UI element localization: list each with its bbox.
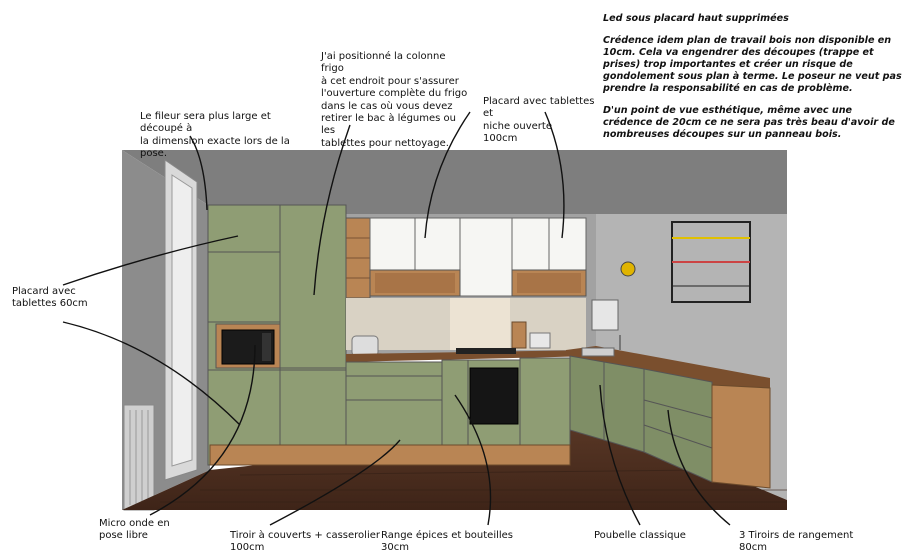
notes-panel: Led sous placard haut supprimées Crédenc… xyxy=(603,13,903,151)
annotation-colonne-frigo: J'ai positionné la colonne frigo à cet e… xyxy=(321,51,468,149)
worktop-back xyxy=(346,350,596,362)
right-lower-cabinets xyxy=(569,355,771,489)
radiator xyxy=(123,404,155,511)
cutting-board xyxy=(511,321,527,349)
arrow-placard-niche-2 xyxy=(544,111,565,239)
arrow-colonne xyxy=(313,124,351,296)
annotation-placard-60: Placard avec tablettes 60cm xyxy=(12,286,88,310)
annotation-micro-onde: Micro onde en pose libre xyxy=(99,518,170,542)
arrow-poubelle xyxy=(599,384,641,526)
arrow-fileur xyxy=(189,135,208,211)
arrow-placard-60-1 xyxy=(62,235,239,286)
wall-lamp xyxy=(620,261,636,277)
upper-white-cabinets xyxy=(369,217,587,297)
worktop-right xyxy=(566,346,770,388)
sink xyxy=(581,347,615,357)
annotation-placard-niche: Placard avec tablettes et niche ouverte … xyxy=(483,96,595,145)
toaster xyxy=(351,335,379,357)
arrow-placard-niche-1 xyxy=(424,111,471,239)
arrow-tiroirs xyxy=(667,409,731,526)
note-led: Led sous placard haut supprimées xyxy=(603,13,789,24)
oven xyxy=(469,367,519,425)
ceiling xyxy=(122,150,787,214)
arrow-range-epices xyxy=(454,394,492,526)
arrow-tiroir xyxy=(269,439,401,526)
note-esthetique: D'un point de vue esthétique, même avec … xyxy=(603,105,895,140)
arrow-placard-60-2 xyxy=(62,321,241,426)
cooktop xyxy=(456,348,516,354)
arrow-micro xyxy=(149,344,256,516)
annotation-tiroir-couverts: Tiroir à couverts + casserolier 100cm xyxy=(230,530,380,554)
annotation-tiroirs-rangement: 3 Tiroirs de rangement 80cm xyxy=(739,530,854,554)
annotation-fileur: Le fileur sera plus large et découpé à l… xyxy=(140,111,290,160)
annotation-poubelle: Poubelle classique xyxy=(594,530,686,541)
wall-cabinet-small xyxy=(591,299,619,331)
annotation-range-epices: Range épices et bouteilles 30cm xyxy=(381,530,514,554)
back-lower-cabinets xyxy=(345,357,571,446)
note-credence: Crédence idem plan de travail bois non d… xyxy=(603,35,902,94)
